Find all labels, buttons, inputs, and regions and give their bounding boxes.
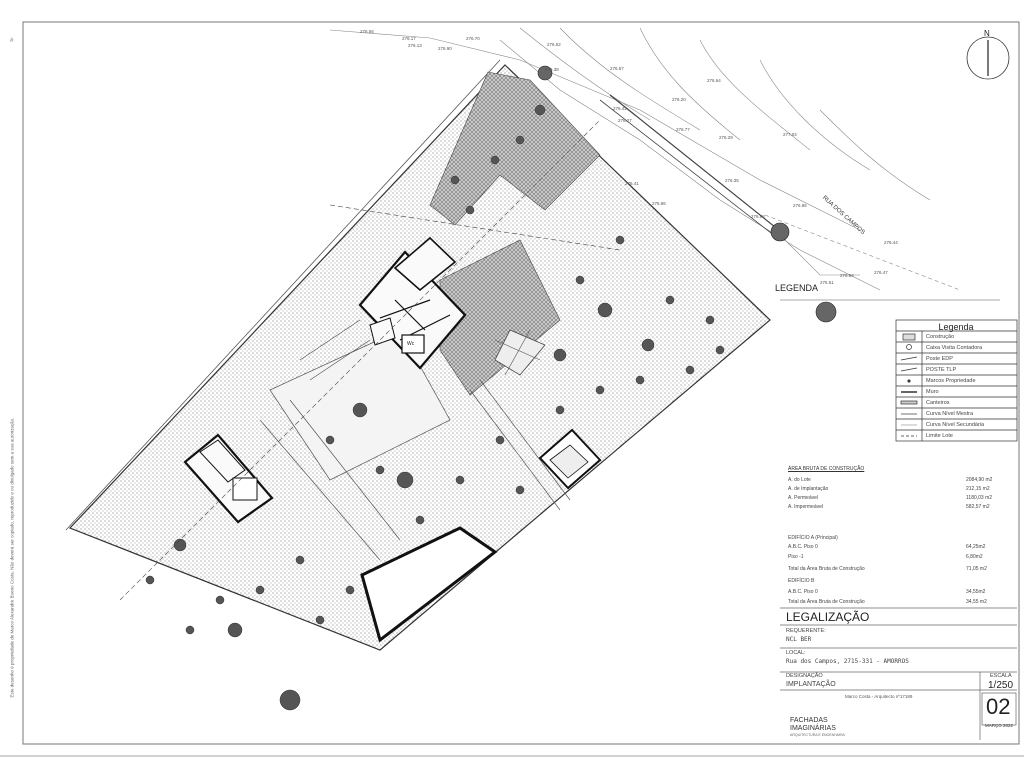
area-row-value: 1180,03 m2: [966, 495, 993, 501]
area-row-label: A. do Lote: [788, 477, 811, 483]
area-row-value: 212,15 m2: [966, 486, 990, 492]
contour-lines: [329, 27, 1000, 301]
sheet-number: 02: [986, 694, 1011, 719]
legend-item: Muro: [926, 389, 939, 395]
elevation-label: 276.77: [676, 127, 690, 132]
legend-title: Legenda: [938, 322, 974, 332]
escala-value: 1/250: [988, 680, 1014, 691]
elevation-label: 276.70: [466, 36, 480, 41]
area-row-label: A. Permeável: [788, 495, 819, 501]
elevation-label: 276.44: [884, 240, 898, 245]
area-row-label: A.B.C. Piso 0: [788, 589, 818, 595]
elevation-label: 276.64: [707, 78, 721, 83]
edificio-b-title: EDIFÍCIO B: [788, 578, 815, 584]
legend-box: [895, 319, 1018, 442]
requerente-value: NCL BER: [786, 636, 812, 643]
elevation-label: 276.13: [408, 43, 422, 48]
street-trees: [537, 65, 837, 323]
area-row-value: 34,55m2: [966, 589, 986, 595]
elevation-label: 276.52: [547, 42, 561, 47]
elevation-label: 276.57: [610, 66, 624, 71]
area-row-label: A. de Implantação: [788, 486, 829, 492]
room-label-wc: Wc: [407, 341, 415, 347]
elevation-label: 276.38: [545, 67, 559, 72]
elevation-label: 276.47: [874, 270, 888, 275]
elevation-label: 276.41: [625, 181, 639, 186]
escala-label: ESCALA: [990, 673, 1012, 679]
elevation-label: 276.51: [820, 280, 834, 285]
area-row-value: 6,80m2: [966, 554, 983, 560]
elevation-label: 276.86: [652, 201, 666, 206]
local-label: LOCAL:: [786, 650, 806, 656]
area-row-label: Total da Área Bruta de Construção: [788, 599, 865, 605]
legend-item: Poste EDP: [926, 356, 953, 362]
requerente-label: REQUERENTE:: [786, 628, 826, 634]
legend-item: Construção: [926, 334, 955, 340]
edificio-a-title: EDIFÍCIO A (Principal): [788, 535, 838, 541]
sheet-date: MARÇO 2022: [985, 723, 1014, 728]
area-row-value: 2084,90 m2: [966, 477, 993, 483]
designacao-value: IMPLANTAÇÃO: [786, 681, 836, 688]
north-arrow: [966, 36, 1010, 80]
elevation-label: 277.04: [783, 132, 797, 137]
map-legend-label: LEGENDA: [775, 283, 819, 293]
architect-credit: Marco Costa - Arquitecto nº17189: [845, 694, 913, 699]
title-block: [780, 607, 1017, 740]
legend-item: Caixa Visita Contadora: [926, 345, 983, 351]
area-row-value: 71,05 m2: [966, 566, 987, 572]
area-row-value: 582,57 m2: [966, 504, 990, 510]
copyright-note: Este desenho é propriedade de Marco Alex…: [9, 417, 15, 698]
section-lines: [119, 119, 621, 601]
legend-item: Curva Nível Mestra: [926, 411, 974, 417]
area-row-label: A.B.C. Piso 0: [788, 544, 818, 550]
firm-subtitle: ARQUITECTURA E ENGENHARIA: [790, 733, 845, 737]
elevation-label: 276.35: [725, 178, 739, 183]
building-b: [183, 433, 274, 524]
legend-item: Canteiros: [926, 400, 950, 406]
project-title: LEGALIZAÇÃO: [786, 610, 870, 624]
elevation-label: 276.90: [438, 46, 452, 51]
elevation-label: 276.42: [613, 106, 627, 111]
building-a: [358, 236, 467, 370]
legend-item: Limite Lote: [926, 433, 953, 439]
area-row-label: Total da Área Bruta de Construção: [788, 566, 865, 572]
legend-item: Marcos Propriedade: [926, 378, 976, 384]
firm-name-line1: FACHADAS: [790, 717, 828, 724]
elevation-label: 276.29: [719, 135, 733, 140]
area-table-header: ÁREA BRUTA DE CONSTRUÇÃO: [788, 466, 865, 472]
trees: [145, 104, 725, 711]
elevation-label: 276.98: [751, 214, 765, 219]
firm-name-line2: IMAGINÁRIAS: [790, 725, 836, 732]
elevation-label: 276.85: [793, 203, 807, 208]
elevation-label: 276.20: [672, 97, 686, 102]
legend-item: POSTE TLP: [926, 367, 957, 373]
legend-item: Curva Nível Secundária: [926, 422, 985, 428]
area-row-value: 34,55 m2: [966, 599, 987, 605]
area-row-label: A. Impermeável: [788, 504, 824, 510]
elevation-label: 276.27: [618, 118, 632, 123]
corner-mark: #: [10, 38, 14, 44]
paved-areas: [429, 71, 601, 396]
north-label: N: [984, 29, 990, 38]
local-value: Rua dos Campos, 2715-331 - AMORROS: [786, 658, 909, 665]
elevation-label: 276.56: [360, 29, 374, 34]
annex-structures: [360, 428, 602, 643]
elevation-label: 276.64: [840, 273, 854, 278]
area-row-label: Piso -1: [788, 554, 804, 560]
designacao-label: DESIGNAÇÃO: [786, 673, 823, 679]
elevation-label: 276.17: [402, 36, 416, 41]
area-row-value: 64,25m2: [966, 544, 986, 550]
